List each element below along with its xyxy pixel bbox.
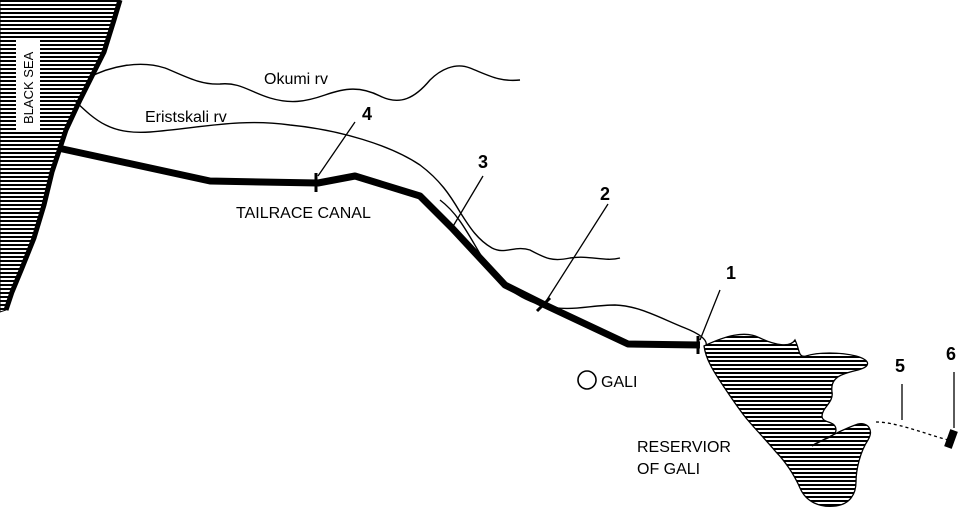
sea-label-box [16,38,40,130]
okumi-river [87,63,521,103]
okumi-river-label: Okumi rv [264,71,328,88]
point-4-label: 4 [362,104,372,124]
town-label: GALI [601,374,637,391]
town-marker-icon [577,370,597,390]
point-3-label: 3 [478,152,488,172]
point-6-marker [944,429,958,449]
dashed-line [875,421,949,441]
canal-label: TAILRACE CANAL [236,205,371,222]
reservoir-gali [703,333,872,508]
reservoir-label-line2: OF GALI [637,461,700,478]
point-5-label: 5 [895,356,905,376]
reservoir-label-line1: RESERVIOR [637,439,731,456]
tailrace-canal [57,144,701,349]
point-2-label: 2 [600,184,610,204]
eristskali-river [73,99,621,261]
point-6-label: 6 [946,344,956,364]
point-1-label: 1 [726,263,736,283]
eristskali-river-south-bank [439,199,707,347]
sea-label: BLACK SEA [21,51,36,124]
eristskali-river-label: Eristskali rv [145,109,227,126]
